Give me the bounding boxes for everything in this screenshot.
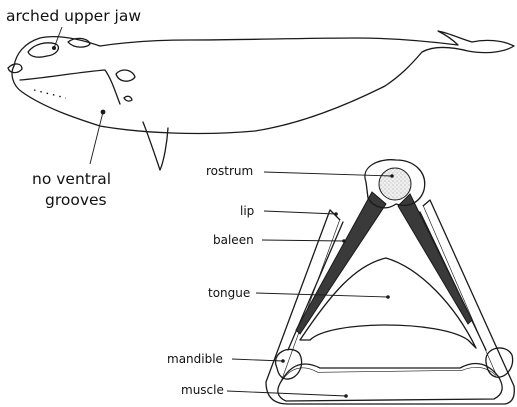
eye: [124, 96, 132, 101]
upper-jaw-dot: [52, 46, 56, 50]
callosity-head: [28, 43, 58, 57]
callosity-cheek: [116, 70, 135, 81]
muscle-label: muscle: [181, 383, 224, 397]
rostrum-label: rostrum: [206, 164, 253, 178]
rostrum-core: [379, 168, 411, 200]
muscle-dot: [344, 394, 348, 398]
no-ventral-grooves-label-line1: no ventral: [32, 170, 111, 188]
mandible-label: mandible: [167, 352, 223, 366]
tongue-dot: [386, 295, 390, 299]
arched-upper-jaw-label: arched upper jaw: [6, 7, 141, 25]
mouth-cavity: [282, 206, 496, 380]
mandible-dot: [281, 359, 285, 363]
mouth-line: [20, 70, 120, 104]
flipper: [143, 122, 168, 170]
rostrum-dot: [390, 174, 394, 178]
lip-leader: [264, 211, 336, 214]
baleen-label: baleen: [213, 233, 254, 247]
tongue-label: tongue: [208, 286, 250, 300]
muscle-leader: [227, 391, 346, 396]
ventral-dots: [34, 90, 66, 98]
ventral-grooves-dot: [101, 110, 106, 115]
callosity-lip: [8, 64, 22, 73]
rostrum-leader: [264, 172, 392, 176]
lip-label: lip: [240, 204, 254, 218]
whale-illustration: [8, 31, 514, 170]
baleen-leader: [262, 240, 344, 241]
ventral-grooves-leader: [90, 112, 103, 164]
no-ventral-grooves-label-line2: grooves: [45, 191, 107, 209]
lip-dot: [334, 212, 338, 216]
mouth-cross-section: [266, 160, 514, 404]
baleen-dot: [342, 239, 346, 243]
